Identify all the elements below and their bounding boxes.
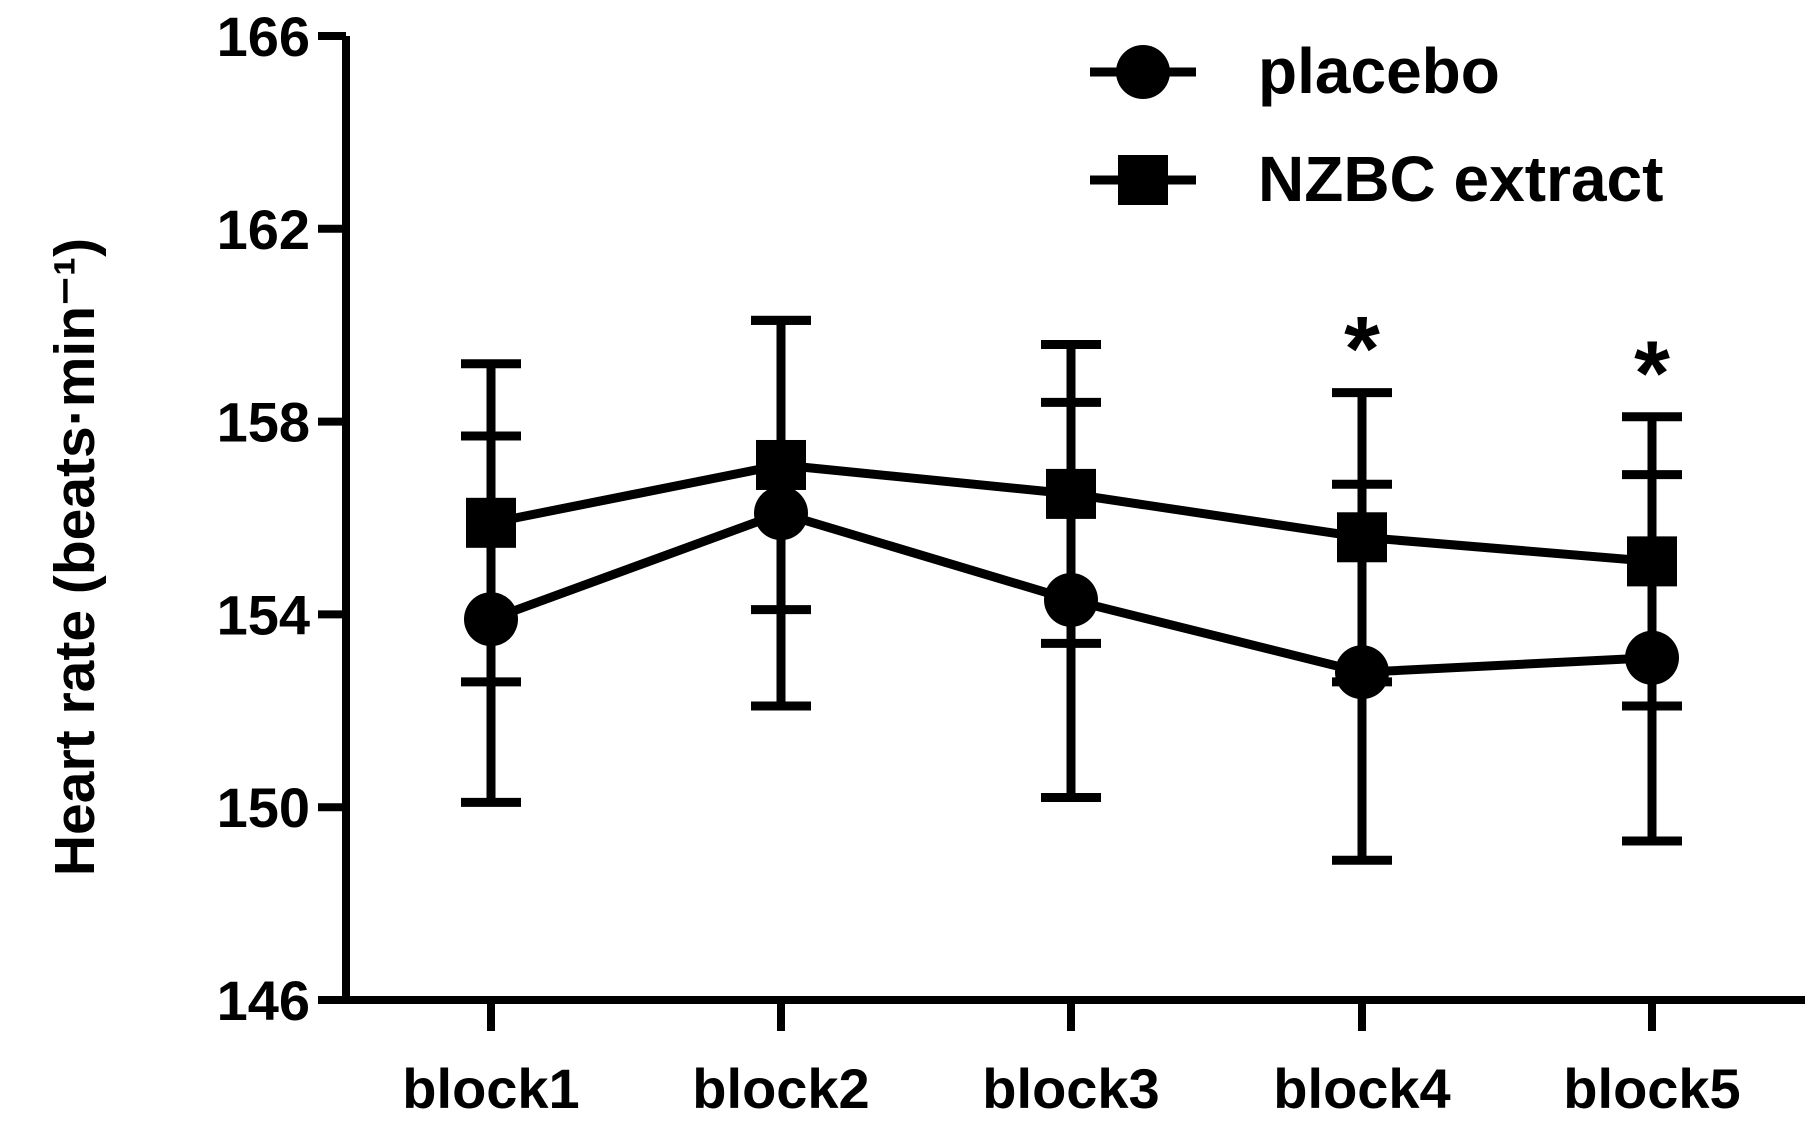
y-tick-label: 154 [217,583,310,646]
x-tick-label: block1 [402,1057,579,1120]
significance-asterisk: * [1634,323,1670,425]
x-tick-label: block3 [982,1057,1159,1120]
y-tick-label: 158 [217,391,310,454]
annotations: ** [1344,299,1670,425]
y-tick-label: 166 [217,5,310,68]
y-tick-label: 146 [217,969,310,1032]
legend-label: placebo [1258,35,1500,107]
x-tick-label: block2 [692,1057,869,1120]
series-nzbc-extract [461,315,1682,711]
legend-marker-circle [1116,45,1170,99]
series-layer [461,315,1682,865]
y-axis-label: Heart rate (beats·min⁻¹) [43,238,107,876]
axes [342,36,1805,1004]
significance-asterisk: * [1344,299,1380,401]
legend-marker-square [1118,155,1168,205]
y-tick-label: 162 [217,198,310,261]
legend-item: placebo [1090,35,1500,107]
data-point [1627,536,1677,587]
data-point [1046,468,1096,519]
data-point [756,439,806,490]
x-tick-label: block4 [1273,1057,1450,1120]
legend-label: NZBC extract [1258,143,1663,215]
data-point [466,497,516,548]
x-ticks: block1 block2 block3 block4 block5 [402,1000,1741,1120]
y-ticks: 146 150 154 158 162 166 [217,5,346,1032]
x-tick-label: block5 [1563,1057,1740,1120]
data-point [1337,512,1387,563]
y-tick-label: 150 [217,776,310,839]
legend-item: NZBC extract [1090,143,1663,215]
